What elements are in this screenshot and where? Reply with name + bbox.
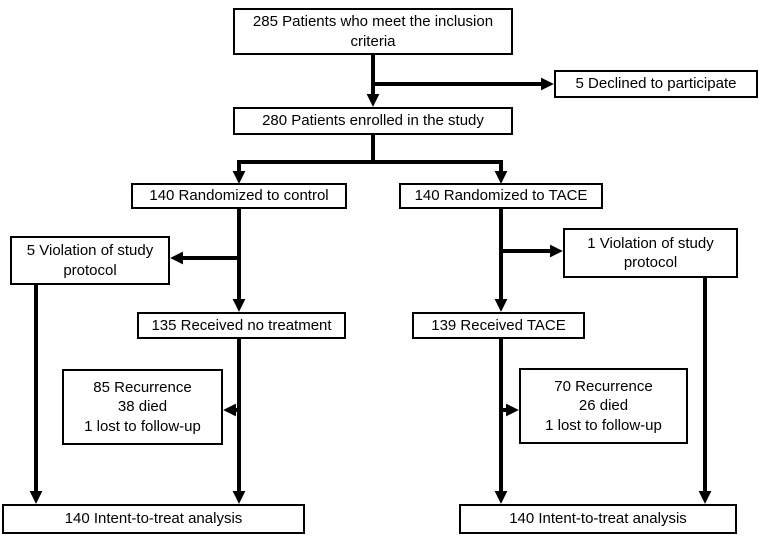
node-line-recurrence: 85 Recurrence (93, 378, 192, 396)
node-protocol-violation-tace: 1 Violation of study protocol (563, 228, 738, 278)
node-label: 139 Received TACE (431, 316, 566, 334)
node-protocol-violation-control: 5 Violation of study protocol (10, 236, 170, 285)
node-label: 140 Randomized to control (149, 187, 329, 205)
node-randomized-to-tace: 140 Randomized to TACE (399, 183, 603, 209)
node-inclusion-criteria: 285 Patients who meet the inclusion crit… (233, 8, 513, 55)
node-received-no-treatment: 135 Received no treatment (137, 312, 346, 339)
node-label: 5 Violation of study protocol (26, 242, 154, 279)
node-line-died: 26 died (578, 397, 629, 415)
node-intent-to-treat-tace: 140 Intent-to-treat analysis (459, 504, 737, 534)
node-line-recurrence: 70 Recurrence (554, 377, 653, 395)
node-received-tace: 139 Received TACE (412, 312, 585, 339)
node-line-lost: 1 lost to follow-up (84, 417, 201, 435)
node-label: 285 Patients who meet the inclusion crit… (252, 13, 494, 50)
node-label: 135 Received no treatment (151, 316, 332, 334)
node-label: 280 Patients enrolled in the study (262, 112, 484, 130)
node-line-died: 38 died (117, 398, 168, 416)
node-outcomes-control: 85 Recurrence 38 died 1 lost to follow-u… (62, 369, 223, 445)
node-label: 140 Intent-to-treat analysis (64, 510, 243, 528)
node-outcomes-tace: 70 Recurrence 26 died 1 lost to follow-u… (519, 368, 688, 444)
node-declined-to-participate: 5 Declined to participate (554, 70, 758, 98)
node-label: 5 Declined to participate (575, 75, 737, 93)
node-label: 140 Randomized to TACE (414, 187, 588, 205)
node-line-lost: 1 lost to follow-up (545, 416, 662, 434)
node-label: 140 Intent-to-treat analysis (509, 510, 687, 528)
node-intent-to-treat-control: 140 Intent-to-treat analysis (2, 504, 305, 534)
node-randomized-to-control: 140 Randomized to control (131, 183, 347, 209)
node-label: 1 Violation of study protocol (587, 234, 714, 272)
node-enrolled-in-study: 280 Patients enrolled in the study (233, 107, 513, 135)
